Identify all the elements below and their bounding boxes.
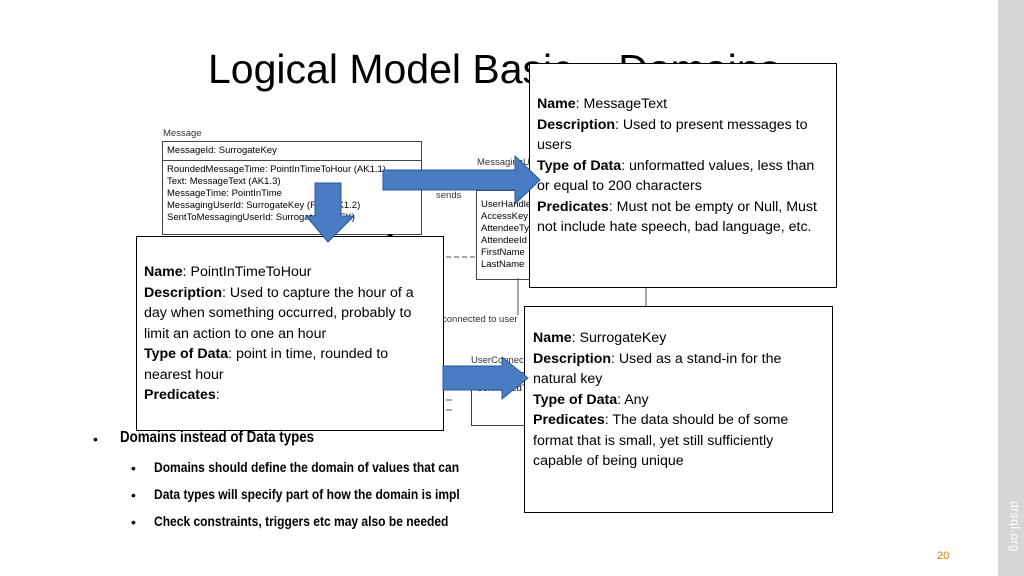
type-value: : point in time, rounded to nearest hour (144, 346, 389, 383)
page-number: 20 (937, 550, 950, 562)
callout-message-text: Name: MessageText Description: Used to p… (529, 63, 837, 288)
message-entity: MessageId: SurrogateKey RoundedMessageTi… (162, 141, 422, 235)
type-label: Type of Data (537, 157, 622, 174)
arrow-right-small-icon (442, 356, 529, 400)
description-value: : Used to capture the hour of a day when… (144, 284, 414, 342)
callout-type-line: Type of Data: Any (533, 390, 826, 411)
messaging-user-entity-name: MessagingUser (477, 157, 543, 168)
bullet-marker: • (93, 431, 98, 447)
callout-description-line: Description: Used to present messages to… (537, 115, 830, 156)
message-entity-name: Message (163, 128, 202, 139)
entity-attribute: AttendeeId (481, 235, 527, 246)
name-label: Name (144, 264, 183, 280)
type-label: Type of Data (144, 346, 229, 362)
bullet-marker: • (131, 487, 136, 503)
entity-attribute: MessageTime: PointInTime (167, 188, 282, 199)
callout-predicates-line: Predicates: The data should be of some f… (533, 410, 826, 472)
arrow-down-icon (304, 182, 356, 243)
callout-name-line: Name: SurrogateKey (533, 328, 826, 349)
name-label: Name (533, 330, 572, 346)
bullet-level2: Domains should define the domain of valu… (154, 459, 460, 475)
relationship-sends-label: sends (436, 190, 462, 201)
callout-type-line: Type of Data: unformatted values, less t… (537, 156, 830, 197)
relationship-connected-label: connected to user (442, 314, 518, 325)
predicates-value: : The data should be of some format that… (533, 412, 789, 469)
predicates-label: Predicates (537, 198, 609, 215)
bullet-level2: Check constraints, triggers etc may also… (154, 513, 449, 529)
message-entity-attributes: RoundedMessageTime: PointInTimeToHour (A… (163, 161, 421, 227)
callout-name-line: Name: MessageText (537, 94, 830, 115)
callout-surrogate-key: Name: SurrogateKey Description: Used as … (524, 306, 833, 513)
callout-description-line: Description: Used to capture the hour of… (144, 283, 437, 345)
description-value: : Used to present messages to users (537, 116, 808, 154)
predicates-value: : (215, 387, 220, 403)
messaging-user-attributes: UserHandle AccessKey AttendeeType Attend… (477, 191, 547, 274)
description-value: : Used as a stand-in for the natural key (533, 350, 782, 388)
bullet-marker: • (131, 514, 136, 530)
callout-predicates-line: Predicates: Must not be empty or Null, M… (537, 197, 830, 238)
entity-attribute: LastName (481, 259, 525, 270)
entity-attribute: AccessKey (481, 211, 528, 222)
predicates-value: : Must not be empty or Null, Must not in… (537, 198, 817, 236)
arrow-right-icon (382, 155, 541, 205)
name-value: : MessageText (575, 96, 668, 112)
slide-sidebar (998, 0, 1024, 576)
entity-attribute: SentToMessagingUserId: SurrogateKey (FK) (167, 212, 355, 223)
name-value: : SurrogateKey (571, 330, 667, 346)
predicates-label: Predicates (533, 412, 605, 428)
predicates-label: Predicates (144, 387, 216, 403)
type-label: Type of Data (533, 391, 618, 408)
bullet-level2: Data types will specify part of how the … (154, 486, 460, 502)
entity-attribute: UserHandle (481, 199, 532, 210)
callout-name-line: Name: PointInTimeToHour (144, 262, 437, 283)
bullet-marker: • (131, 460, 136, 476)
type-value: : unformatted values, less than or equal… (537, 157, 815, 195)
entity-attribute: RoundedMessageTime: PointInTimeToHour (A… (167, 164, 386, 175)
callout-point-in-time: Name: PointInTimeToHour Description: Use… (136, 236, 444, 431)
description-label: Description (537, 116, 616, 133)
description-label: Description (533, 350, 612, 367)
message-entity-pk: MessageId: SurrogateKey (163, 142, 421, 161)
name-label: Name (537, 96, 576, 112)
bullet-level1: Domains instead of Data types (120, 429, 315, 446)
callout-type-line: Type of Data: point in time, rounded to … (144, 344, 437, 385)
entity-attribute: MessagingUserId: SurrogateKey (FK) (AK1.… (167, 200, 361, 211)
type-value: : Any (617, 391, 649, 408)
entity-attribute: AttendeeType (481, 223, 540, 234)
description-label: Description (144, 284, 223, 301)
callout-predicates-line: Predicates: (144, 385, 437, 406)
callout-description-line: Description: Used as a stand-in for the … (533, 349, 826, 390)
entity-attribute: Text: MessageText (AK1.3) (167, 176, 281, 187)
watermark-text: drsql.org (1008, 501, 1022, 553)
name-value: : PointInTimeToHour (182, 264, 312, 280)
entity-attribute: FirstName (481, 247, 525, 258)
